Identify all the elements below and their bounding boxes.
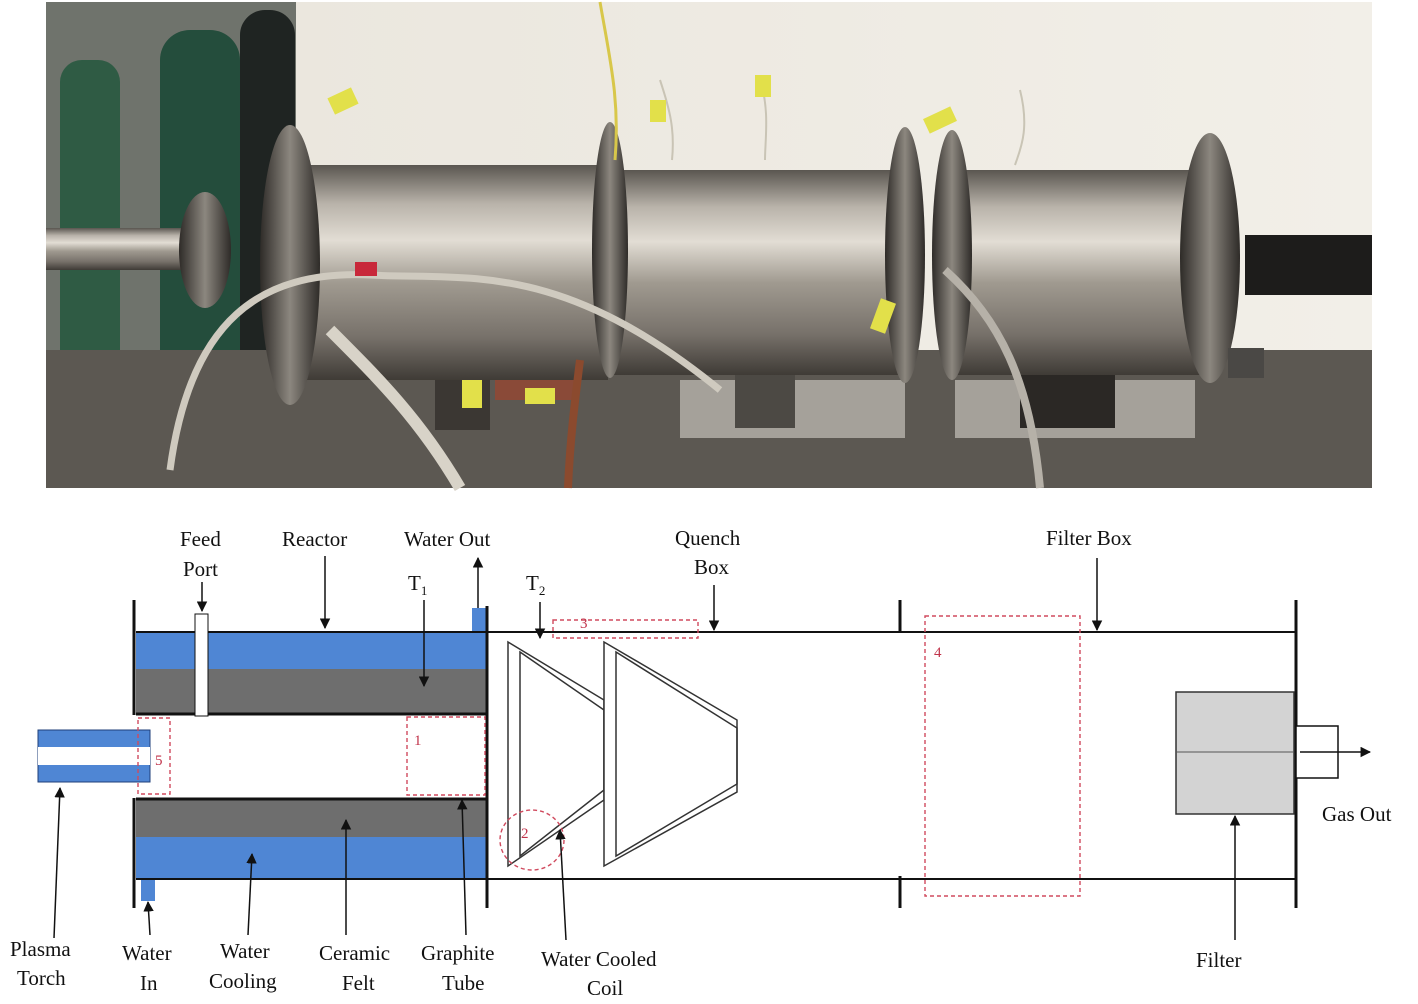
graphite-tube-arrow	[457, 798, 468, 936]
zone-1-box	[406, 716, 486, 796]
thermocouple-tag-4	[923, 106, 957, 134]
thermocouple-tag-7	[525, 388, 555, 404]
water-cooling-label-line1: Water	[220, 939, 270, 963]
filter-cylinder	[950, 170, 1200, 375]
zone-5-box	[137, 717, 171, 795]
flange-3	[592, 122, 628, 378]
water-cooled-coil-label-line2: Coil	[587, 976, 623, 1000]
water-cooling-arrow	[246, 852, 257, 936]
thermocouple-tag-5	[870, 298, 896, 334]
flange-6	[1180, 133, 1240, 383]
water-in-arrow	[143, 900, 154, 936]
gas-out-label: Gas Out	[1322, 802, 1392, 826]
gas-cylinder-left	[60, 60, 120, 380]
water-in-label-line2: In	[140, 971, 158, 995]
outlet-connector	[1245, 235, 1372, 295]
filter-label: Filter	[1196, 948, 1242, 972]
plasma-torch-label-line2: Torch	[17, 966, 66, 990]
filter-shape	[1175, 691, 1295, 815]
zone-label-2: 2	[521, 826, 529, 842]
water-tube	[325, 325, 466, 492]
reactor-label: Reactor	[282, 527, 347, 551]
ceramic-felt-label-line2: Felt	[342, 971, 375, 995]
ceramic-felt-label-line1: Ceramic	[319, 941, 390, 965]
thermocouple-tag-1	[327, 87, 359, 115]
flange-1	[179, 192, 231, 308]
wire-2	[659, 79, 674, 161]
t1-label: T1	[408, 571, 427, 598]
outlet-tube	[942, 267, 1044, 489]
schematic-diagram: 1 2 3 4 5 Feed Port Reactor Water Out T1…	[10, 526, 1392, 1000]
flange-5	[932, 130, 972, 380]
feed-port-label-line2: Port	[183, 557, 218, 581]
copper-pipe	[564, 359, 584, 489]
plasma-torch-label-line1: Plasma	[10, 937, 71, 961]
water-out-nozzle	[472, 608, 487, 634]
thermocouple-tag-6	[462, 380, 482, 408]
water-cooling-lower	[136, 837, 487, 879]
red-fitting	[355, 262, 377, 276]
zone-label-3: 3	[580, 616, 588, 632]
filter-box-label: Filter Box	[1046, 526, 1132, 550]
graphite-tube-label-line1: Graphite	[421, 941, 494, 965]
quench-box-label-line2: Box	[694, 555, 730, 579]
feed-port-tube	[194, 613, 209, 717]
wire-4	[1014, 89, 1026, 166]
water-in-nozzle	[141, 877, 155, 901]
zone-3-box	[552, 619, 699, 639]
zone-4-box	[924, 615, 1081, 897]
flange-2	[260, 125, 320, 405]
feed-port-label-line1: Feed	[180, 527, 221, 551]
zone-label-1: 1	[414, 733, 422, 749]
zone-2-ellipse	[499, 809, 565, 871]
water-cooling-upper	[136, 632, 487, 669]
thermocouple-tag-2	[650, 100, 666, 122]
zone-label-4: 4	[934, 645, 942, 661]
water-cooled-coil-label-line1: Water Cooled	[541, 947, 657, 971]
flange-4	[885, 127, 925, 383]
wire-1	[598, 1, 618, 161]
ceramic-felt-lower	[136, 799, 487, 837]
water-cooled-coil-arrow	[555, 828, 567, 941]
water-cooled-coil-shape	[507, 640, 738, 868]
thermocouple-tag-3	[755, 75, 771, 97]
plasma-reactor-photo	[46, 1, 1372, 492]
ceramic-felt-upper	[136, 669, 487, 714]
graphite-tube-label-line2: Tube	[442, 971, 484, 995]
bucket	[1228, 348, 1264, 378]
water-cooling-label-line2: Cooling	[209, 969, 277, 993]
plasma-torch-shape	[37, 729, 151, 783]
water-in-label-line1: Water	[122, 941, 172, 965]
inlet-pipe	[46, 228, 186, 270]
t2-label: T2	[526, 571, 545, 598]
plasma-torch-arrow	[53, 786, 65, 939]
water-out-label: Water Out	[404, 527, 491, 551]
quench-box-label-line1: Quench	[675, 526, 741, 550]
zone-label-5: 5	[155, 753, 163, 769]
